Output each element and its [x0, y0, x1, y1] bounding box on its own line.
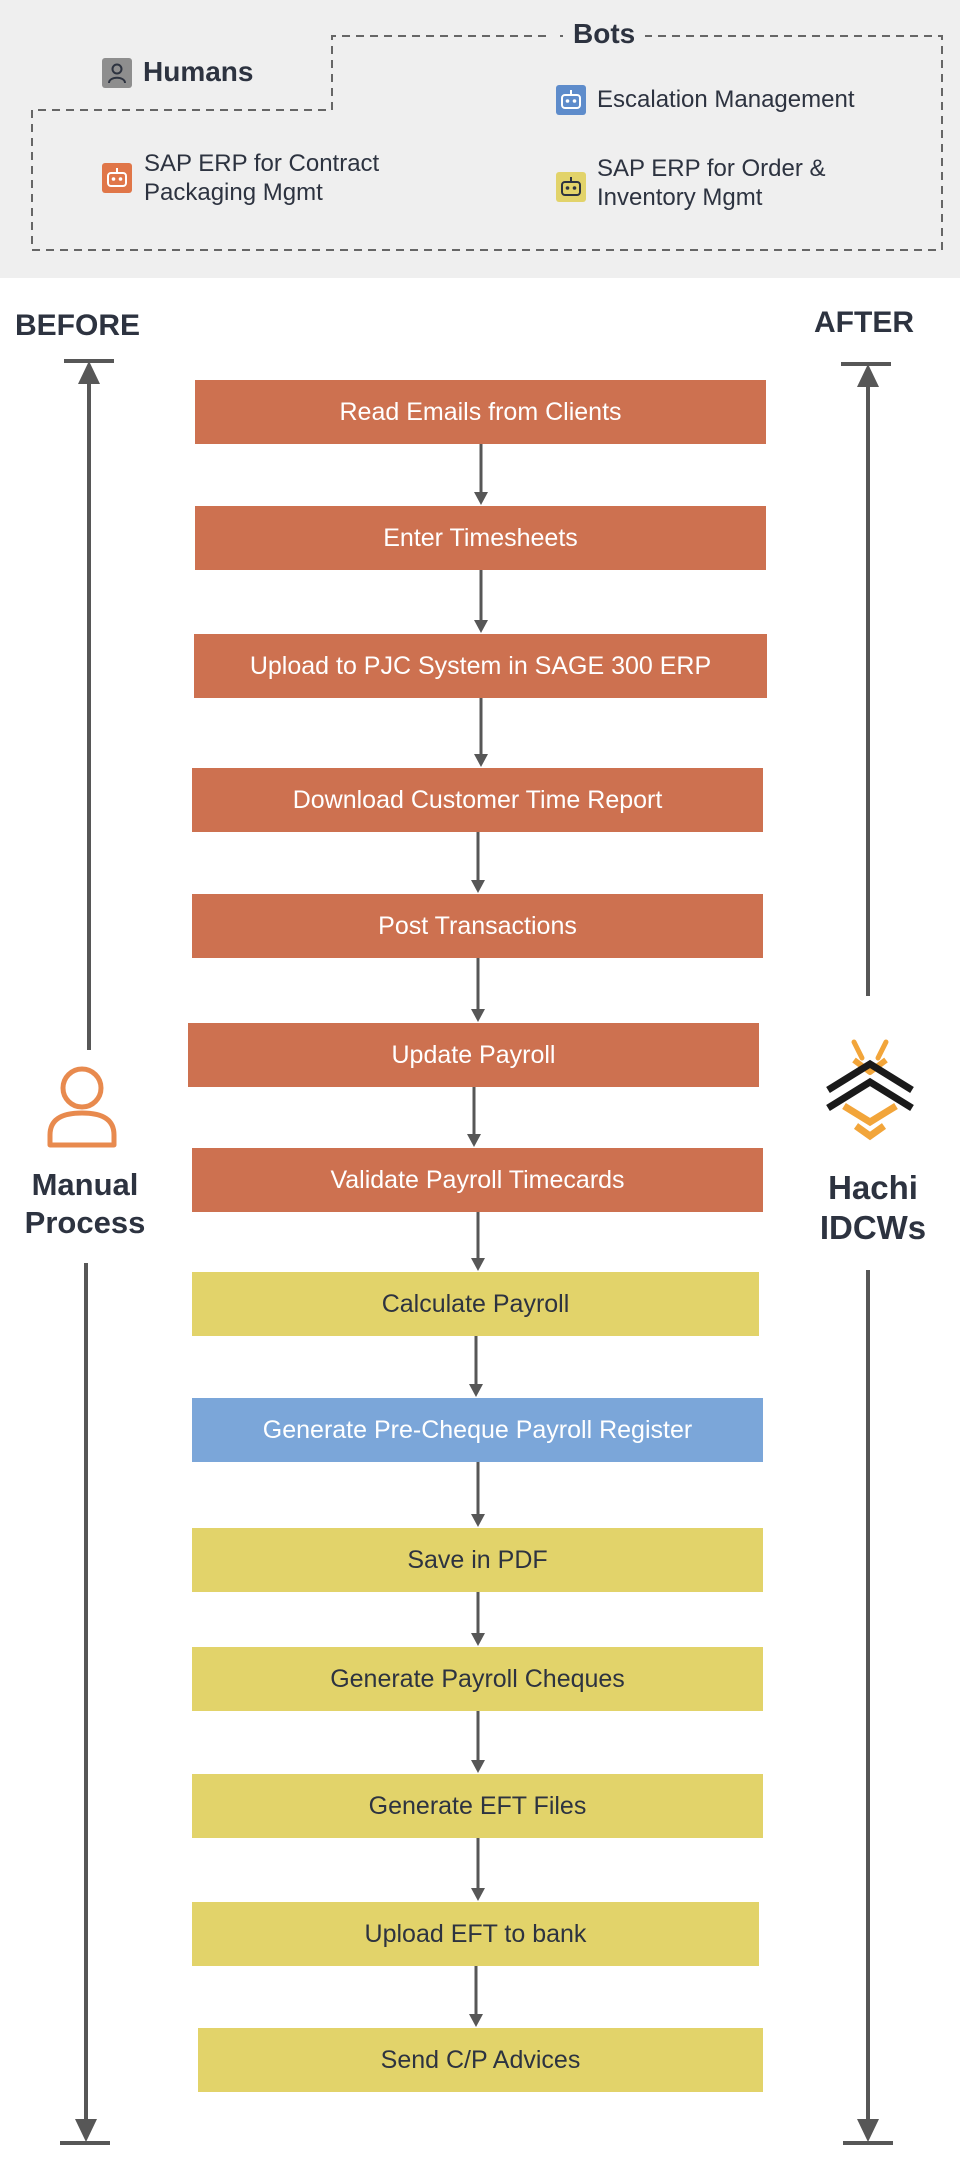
step-arrowhead	[471, 1633, 485, 1646]
step-arrowhead	[471, 1760, 485, 1773]
step-update-payroll: Update Payroll	[188, 1023, 759, 1087]
step-arrowhead	[471, 1888, 485, 1901]
step-upload-eft-to-bank: Upload EFT to bank	[192, 1902, 759, 1966]
before-label: BEFORE	[15, 309, 141, 342]
before-timeline	[60, 359, 114, 2145]
bots-label: Bots	[563, 18, 646, 50]
step-arrowhead	[474, 620, 488, 633]
bee-logo-icon	[822, 1036, 918, 1157]
step-generate-eft-files: Generate EFT Files	[192, 1774, 763, 1838]
step-upload-to-pjc-system-in-sage-300-erp: Upload to PJC System in SAGE 300 ERP	[194, 634, 767, 698]
step-arrowhead	[469, 2014, 483, 2027]
step-validate-payroll-timecards: Validate Payroll Timecards	[192, 1148, 763, 1212]
step-generate-pre-cheque-payroll-register: Generate Pre-Cheque Payroll Register	[192, 1398, 763, 1462]
step-arrowhead	[474, 492, 488, 505]
step-arrowhead	[474, 754, 488, 767]
step-arrowhead	[471, 880, 485, 893]
step-save-in-pdf: Save in PDF	[192, 1528, 763, 1592]
step-enter-timesheets: Enter Timesheets	[195, 506, 766, 570]
step-generate-payroll-cheques: Generate Payroll Cheques	[192, 1647, 763, 1711]
step-send-c-p-advices: Send C/P Advices	[198, 2028, 763, 2092]
step-arrowhead	[471, 1258, 485, 1271]
contract-bot-robot-icon	[102, 163, 132, 193]
person-outline-icon	[44, 1063, 120, 1154]
after-label: AFTER	[814, 306, 914, 339]
step-calculate-payroll: Calculate Payroll	[192, 1272, 759, 1336]
escalation-bot-robot-icon	[556, 85, 586, 115]
step-arrowhead	[467, 1134, 481, 1147]
legend-dashed-border	[31, 35, 943, 251]
step-post-transactions: Post Transactions	[192, 894, 763, 958]
step-arrowhead	[469, 1384, 483, 1397]
step-arrowhead	[471, 1009, 485, 1022]
humans-person-icon	[102, 58, 132, 88]
step-arrows	[467, 444, 488, 2027]
after-timeline	[841, 362, 893, 2145]
step-arrowhead	[471, 1514, 485, 1527]
inventory-bot-robot-icon	[556, 172, 586, 202]
escalation-bot-label: Escalation Management	[597, 86, 855, 113]
step-read-emails-from-clients: Read Emails from Clients	[195, 380, 766, 444]
humans-label: Humans	[143, 56, 254, 87]
inventory-bot-label: SAP ERP for Order &Inventory Mgmt	[597, 155, 826, 211]
step-download-customer-time-report: Download Customer Time Report	[192, 768, 763, 832]
